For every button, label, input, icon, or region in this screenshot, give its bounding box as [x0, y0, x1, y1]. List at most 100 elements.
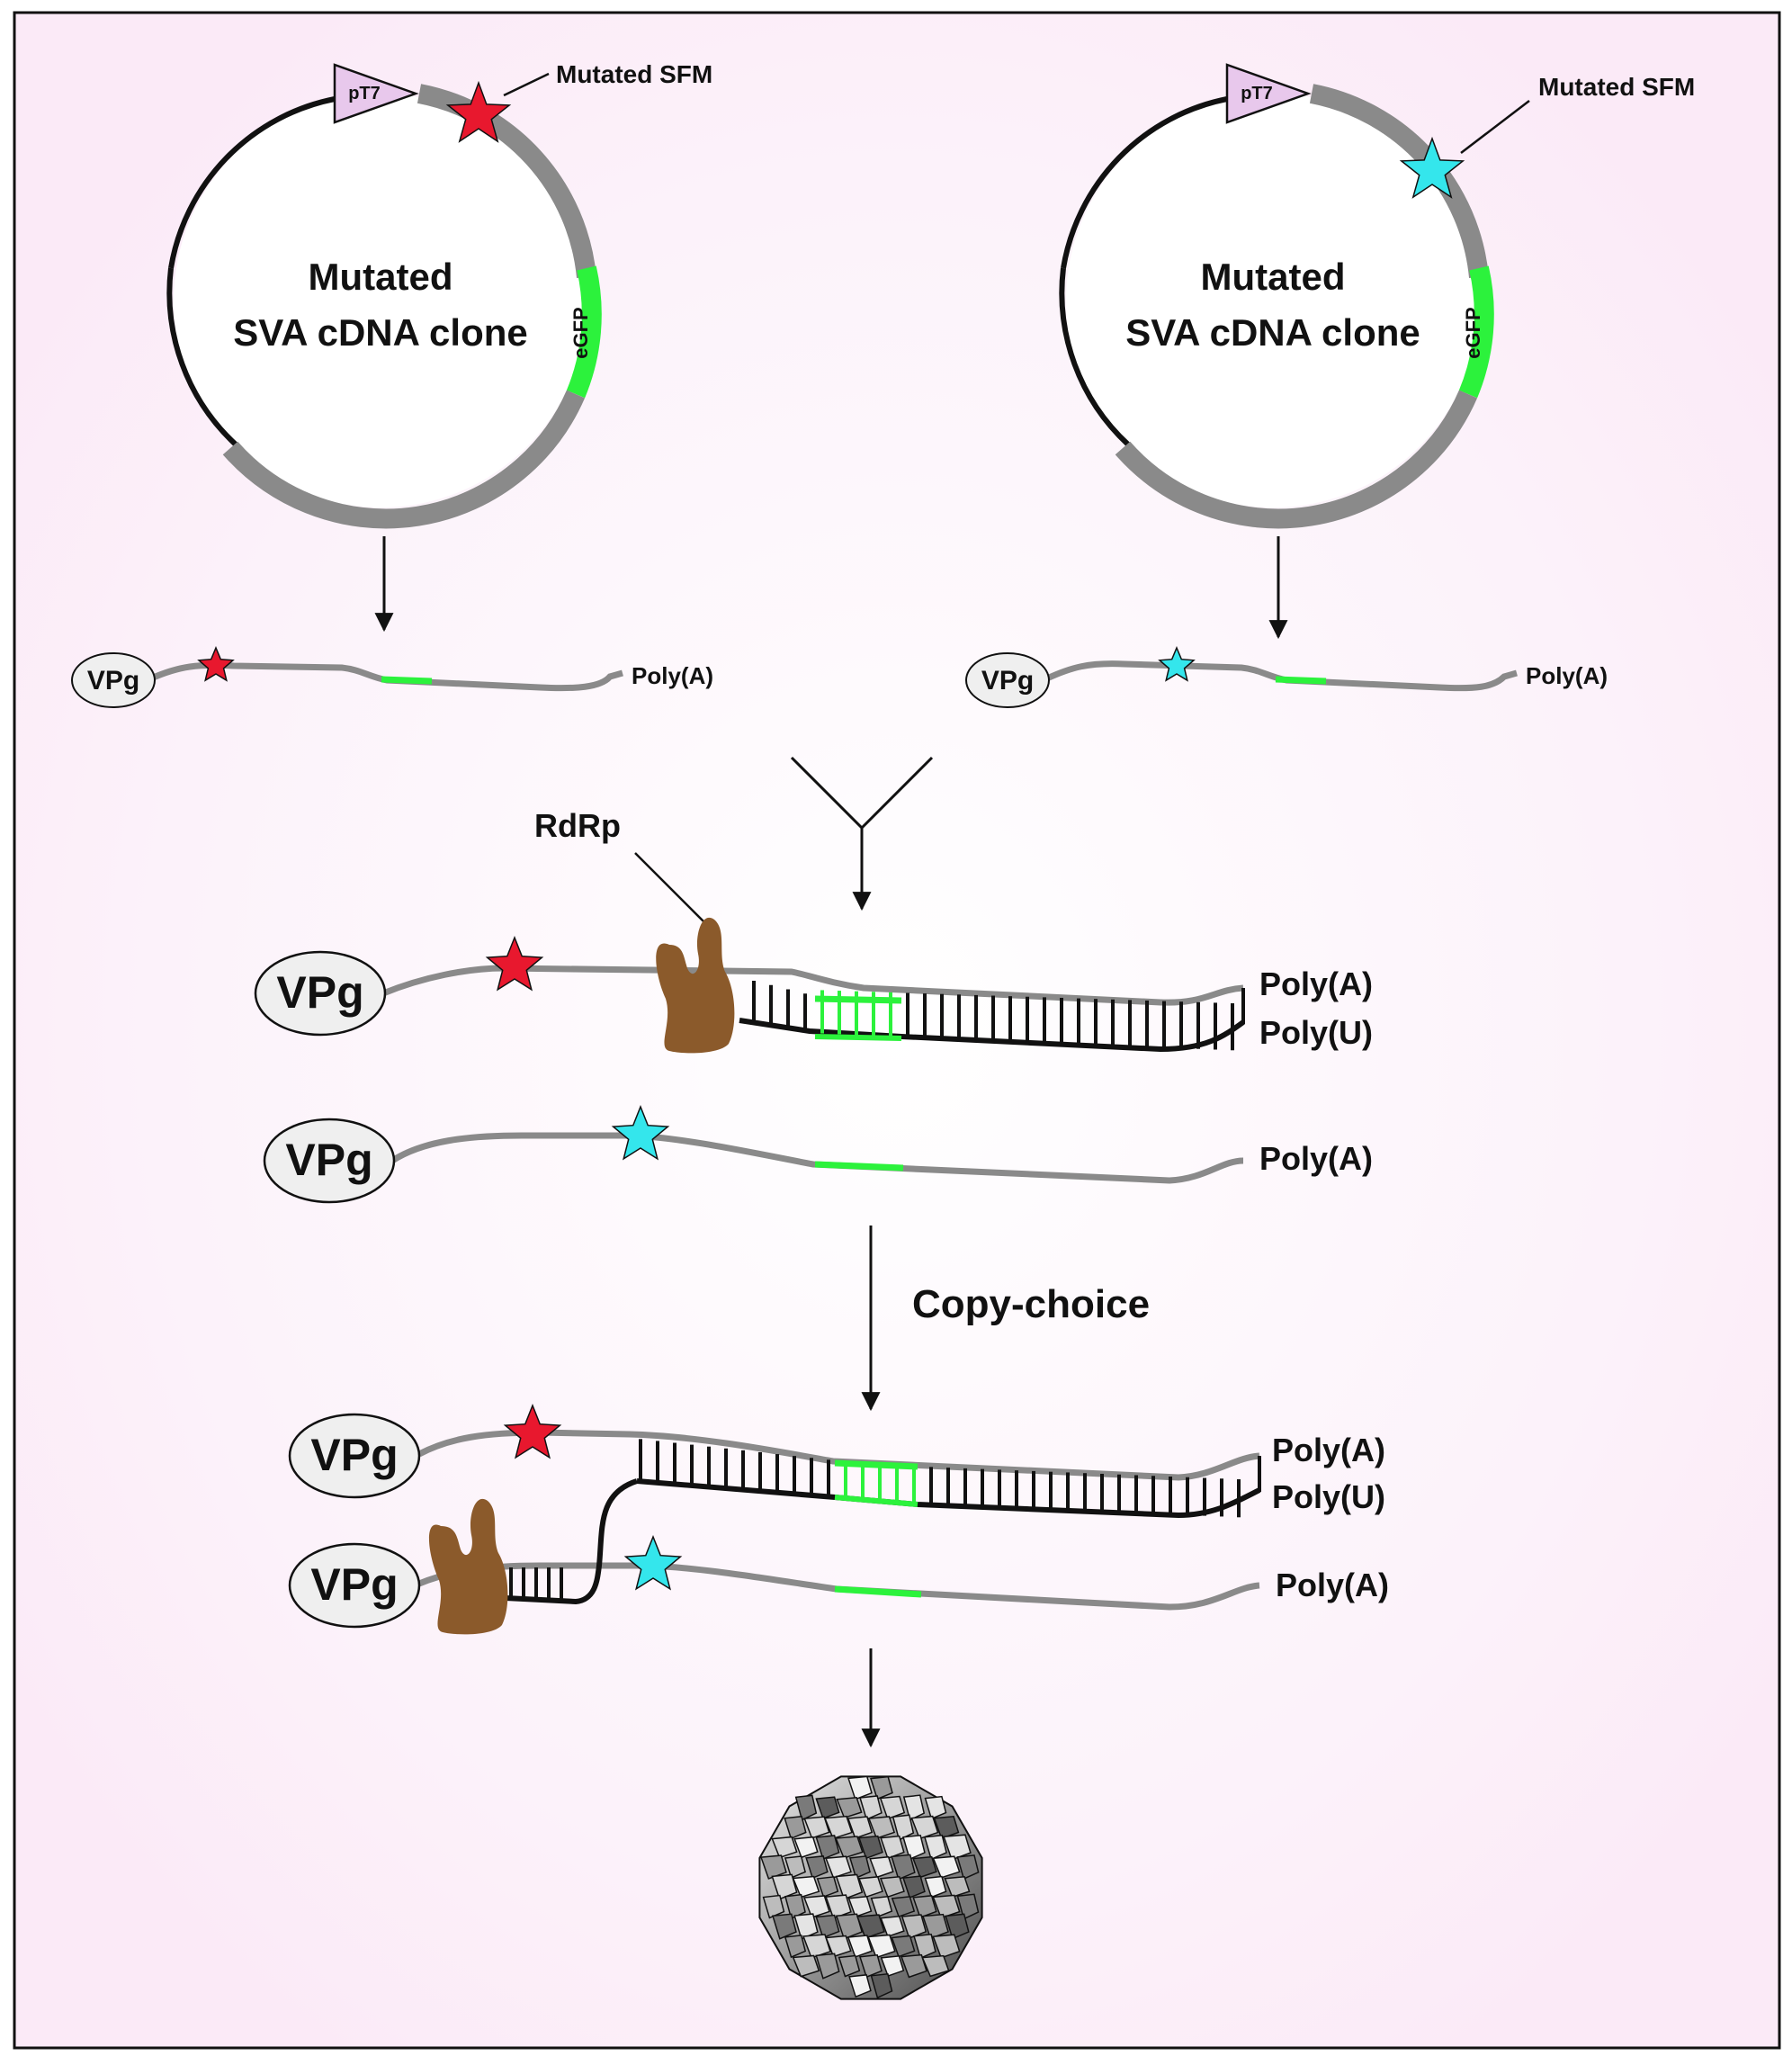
capsid-facet: [880, 1835, 905, 1860]
capsid-facet: [956, 1893, 980, 1920]
capsid-facet: [848, 1855, 871, 1880]
capsid-facet: [879, 1795, 906, 1820]
capsid-facet: [870, 1972, 893, 1999]
plasmid-left: pT7 Mutated SFM Mutated SVA cDNA clone e…: [166, 60, 712, 529]
transcript-left: VPg Poly(A): [71, 646, 713, 708]
vpg-cap: [254, 950, 387, 1037]
plasmid-insert-grey: [417, 84, 596, 279]
capsid-facet: [815, 1796, 840, 1819]
plasmid-right: pT7 Mutated SFM Mutated SVA cDNA clone e…: [1059, 63, 1695, 529]
capsid-facet: [913, 1933, 936, 1960]
gene-label: eGFP: [569, 307, 592, 358]
capsid-facet: [870, 1775, 893, 1800]
egfp-segment: [834, 1459, 918, 1470]
star-icon: [197, 646, 235, 682]
capsid-facet: [835, 1913, 864, 1940]
capsid-facet: [921, 1913, 949, 1940]
plasmid-title-line2: SVA cDNA clone: [233, 311, 528, 354]
vpg-label: VPg: [276, 967, 363, 1018]
capsid-facet: [924, 1875, 947, 1899]
copy-choice-label: Copy-choice: [912, 1282, 1150, 1326]
plasmid-backbone-black: [1059, 267, 1131, 447]
star-icon: [1158, 646, 1196, 682]
capsid-facet: [880, 1955, 905, 1978]
rdrp-callout-line: [634, 852, 706, 924]
capsid-facet: [824, 1855, 852, 1879]
capsid-facet: [805, 1855, 829, 1880]
virion-capsid-icon: [758, 1775, 983, 2000]
capsid-facet: [784, 1815, 807, 1840]
rna-minus-strand: [636, 1478, 1261, 1519]
capsid-facet: [802, 1934, 831, 1959]
capsid-facet: [784, 1935, 807, 1959]
capsid-facet: [880, 1915, 905, 1938]
capsid-facet: [803, 1816, 830, 1839]
egfp-segment: [1458, 265, 1494, 399]
polyu-label: Poly(U): [1259, 1014, 1373, 1051]
polya-label: Poly(A): [1276, 1567, 1389, 1603]
vpg-cap: [965, 652, 1050, 708]
rna-plus-strand: [381, 965, 1244, 1006]
capsid-facet: [867, 1816, 896, 1839]
capsid-facet: [847, 1935, 874, 1958]
vpg-cap: [263, 1118, 396, 1204]
star-icon: [623, 1534, 683, 1591]
polya-label: Poly(A): [1259, 965, 1373, 1002]
plasmid-body: [174, 94, 587, 507]
capsid-facet: [816, 1876, 839, 1899]
capsid-facet: [943, 1834, 972, 1861]
capsid-facet: [933, 1815, 960, 1840]
transcript-right: VPg Poly(A): [965, 646, 1608, 708]
mutation-label: Mutated SFM: [556, 60, 712, 88]
vpg-label: VPg: [310, 1559, 398, 1610]
capsid-facet: [835, 1836, 864, 1859]
vpg-label: VPg: [310, 1430, 398, 1480]
capsid-facet: [771, 1873, 798, 1900]
capsid-facet: [932, 1855, 961, 1879]
capsid-facet: [869, 1855, 894, 1879]
capsid-facet: [847, 1816, 874, 1839]
capsid-facet: [835, 1873, 864, 1900]
capsid-facet: [902, 1875, 926, 1899]
capsid-facet: [825, 1935, 852, 1958]
capsid-facet: [944, 1875, 971, 1899]
rna-strand: [390, 1132, 1244, 1184]
egfp-segment: [834, 1585, 922, 1598]
egfp-segment: [1275, 676, 1327, 685]
capsid-facet: [836, 1796, 863, 1819]
capsid-facet: [857, 1876, 883, 1899]
capsid-facet: [900, 1914, 927, 1939]
capsid-facet: [902, 1834, 926, 1861]
recombinant-top: VPg Poly(A) Poly(U): [288, 1403, 1385, 1519]
capsid-facet: [891, 1896, 916, 1918]
egfp-minus-segment: [814, 1034, 902, 1041]
mutation-callout-line: [503, 72, 550, 97]
capsid-facet: [792, 1954, 820, 1978]
capsid-facet: [912, 1895, 937, 1919]
polya-label: Poly(A): [1259, 1140, 1373, 1177]
capsid-facet: [771, 1836, 798, 1859]
egfp-minus-segment: [834, 1495, 918, 1507]
vpg-label: VPg: [981, 666, 1034, 696]
capsid-facet: [859, 1795, 883, 1821]
rdrp-polymerase-icon: [656, 917, 735, 1054]
vpg-label: VPg: [87, 666, 139, 696]
capsid-facet: [848, 1974, 872, 1998]
plasmid-insert-grey-lower: [222, 390, 586, 529]
promoter-label: pT7: [348, 84, 381, 103]
promoter-arrow-icon: [1225, 63, 1312, 124]
base-pair-rungs: [752, 981, 1234, 1051]
capsid-facet: [879, 1876, 905, 1899]
capsid-facet: [859, 1953, 883, 1979]
promoter-arrow-icon: [333, 63, 419, 124]
vpg-label: VPg: [285, 1135, 372, 1185]
capsid-facet: [932, 1894, 961, 1919]
plasmid-backbone-black-top: [168, 96, 336, 269]
mutation-label: Mutated SFM: [1538, 73, 1695, 101]
egfp-segment: [566, 265, 602, 399]
capsid-facet: [856, 1914, 885, 1939]
plasmid-title-line1: Mutated: [309, 256, 453, 298]
capsid-facet: [793, 1836, 819, 1859]
